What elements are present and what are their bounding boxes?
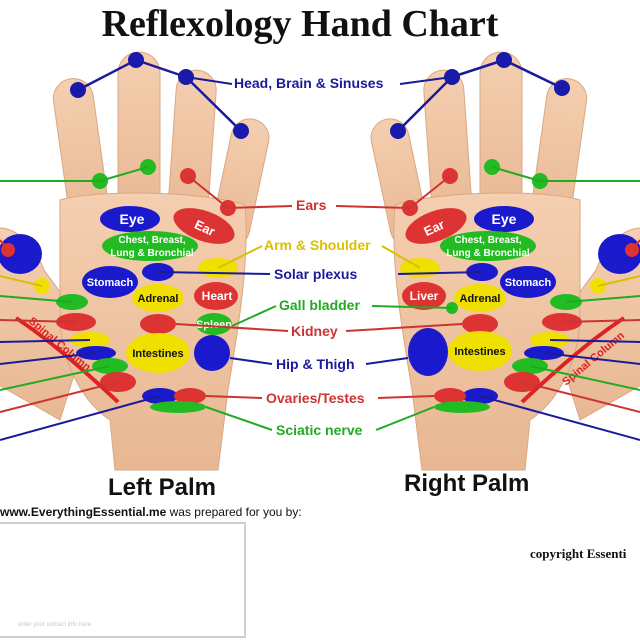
left-palm-title: Left Palm (108, 474, 217, 501)
contact-hint: enter your contact info here (18, 622, 92, 628)
label-sciatic-nerve: Sciatic nerve (276, 422, 363, 438)
copyright-text: copyright Essenti (530, 546, 627, 561)
label-head-brain-sinuses: Head, Brain & Sinuses (234, 75, 384, 91)
prepared-text: was prepared for you by: (166, 505, 302, 519)
label-gall-bladder: Gall bladder (279, 297, 360, 313)
left-heart-label: Heart (202, 289, 233, 303)
label-solar-plexus: Solar plexus (274, 266, 358, 282)
left-spleen-label: Spleen (196, 319, 232, 331)
right-palm-title: Right Palm (404, 470, 530, 497)
label-ears: Ears (296, 197, 327, 213)
left-chest-label-2: Lung & Bronchial (110, 248, 194, 259)
page-title: Reflexology Hand Chart (101, 3, 499, 45)
label-ovaries-testes: Ovaries/Testes (266, 390, 365, 406)
left-eye-label: Eye (120, 211, 145, 227)
site-link[interactable]: www.EverythingEssential.me (0, 505, 167, 519)
right-chest-label-1: Chest, Breast, (454, 235, 521, 246)
label-hip-thigh: Hip & Thigh (276, 356, 355, 372)
label-arm-shoulder: Arm & Shoulder (264, 237, 371, 253)
left-chest-label-1: Chest, Breast, (118, 235, 185, 246)
left-adrenal-label: Adrenal (138, 293, 179, 305)
label-kidney: Kidney (291, 323, 338, 339)
right-chest-label-2: Lung & Bronchial (446, 248, 530, 259)
right-stomach-label: Stomach (505, 277, 552, 289)
left-intestines-label: Intestines (132, 348, 183, 360)
right-intestines-label: Intestines (454, 346, 505, 358)
contact-info-box[interactable] (0, 522, 246, 638)
left-stomach-label: Stomach (87, 277, 134, 289)
prepared-by-line: www.EverythingEssential.me was prepared … (0, 505, 302, 519)
right-liver-label: Liver (410, 289, 439, 303)
right-adrenal-label: Adrenal (460, 293, 501, 305)
right-eye-label: Eye (492, 211, 517, 227)
center-connectors (157, 76, 483, 431)
right-hand: Eye Ear Chest, Breast, Lung & Bronchial … (370, 51, 640, 471)
